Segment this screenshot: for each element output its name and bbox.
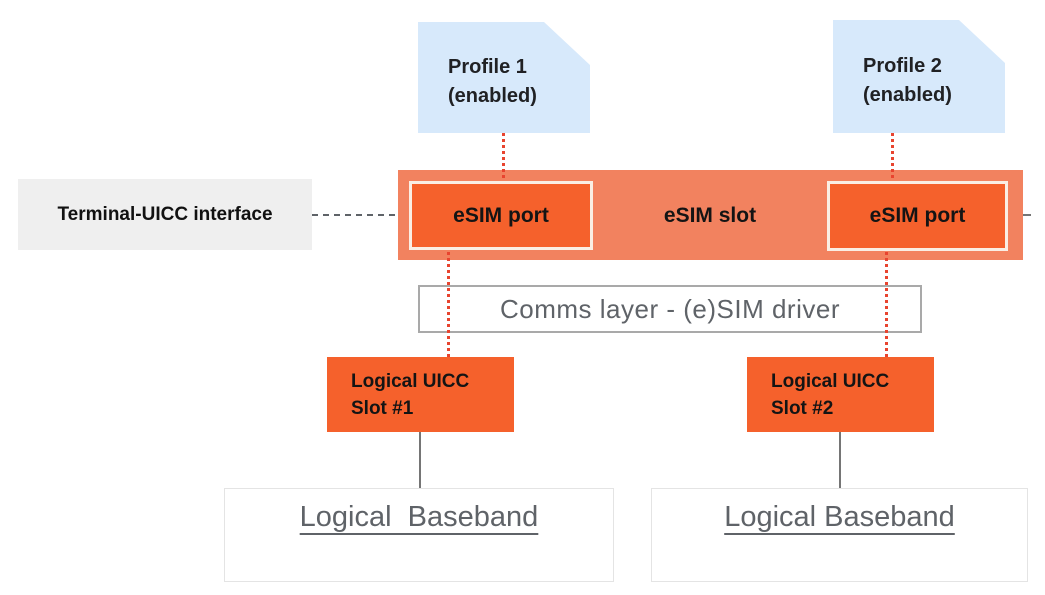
- logical-uicc-slot-1: Logical UICC Slot #1: [327, 357, 514, 432]
- terminal-interface-dashed-line: [312, 214, 398, 216]
- baseband-2-label: Logical Baseband: [724, 501, 955, 533]
- connector-profile2-to-port2: [891, 133, 894, 181]
- profile-2-name: Profile 2: [863, 54, 942, 77]
- logical-baseband-2: Logical Baseband: [651, 488, 1028, 582]
- esim-port-1: eSIM port: [409, 181, 593, 250]
- connector-uicc1-to-baseband1: [419, 432, 421, 488]
- comms-layer-box: Comms layer - (e)SIM driver: [418, 285, 922, 333]
- connector-profile1-to-port1: [502, 133, 505, 181]
- logical-uicc-slot-2: Logical UICC Slot #2: [747, 357, 934, 432]
- esim-port-2: eSIM port: [827, 181, 1008, 251]
- baseband-1-label: Logical Baseband: [299, 501, 539, 533]
- terminal-uicc-interface-label: Terminal-UICC interface: [18, 179, 312, 250]
- connector-uicc2-to-baseband2: [839, 432, 841, 488]
- uicc-slot-1-line1: Logical UICC: [351, 370, 470, 392]
- connector-port1-to-uicc-slot1: [447, 252, 450, 357]
- profile-1-state: (enabled): [448, 84, 537, 107]
- uicc-slot-2-line2: Slot #2: [771, 397, 834, 419]
- connector-port2-to-uicc-slot2: [885, 252, 888, 357]
- profile-1-card: Profile 1 (enabled): [418, 22, 590, 133]
- logical-baseband-1: Logical Baseband: [224, 488, 614, 582]
- profile-2-card: Profile 2 (enabled): [833, 20, 1005, 133]
- uicc-slot-1-line2: Slot #1: [351, 397, 414, 419]
- esim-slot-label: eSIM slot: [663, 203, 757, 227]
- uicc-slot-2-line1: Logical UICC: [771, 370, 890, 392]
- profile-1-name: Profile 1: [448, 55, 527, 78]
- slot-right-dash: [1023, 214, 1031, 216]
- profile-2-state: (enabled): [863, 83, 952, 106]
